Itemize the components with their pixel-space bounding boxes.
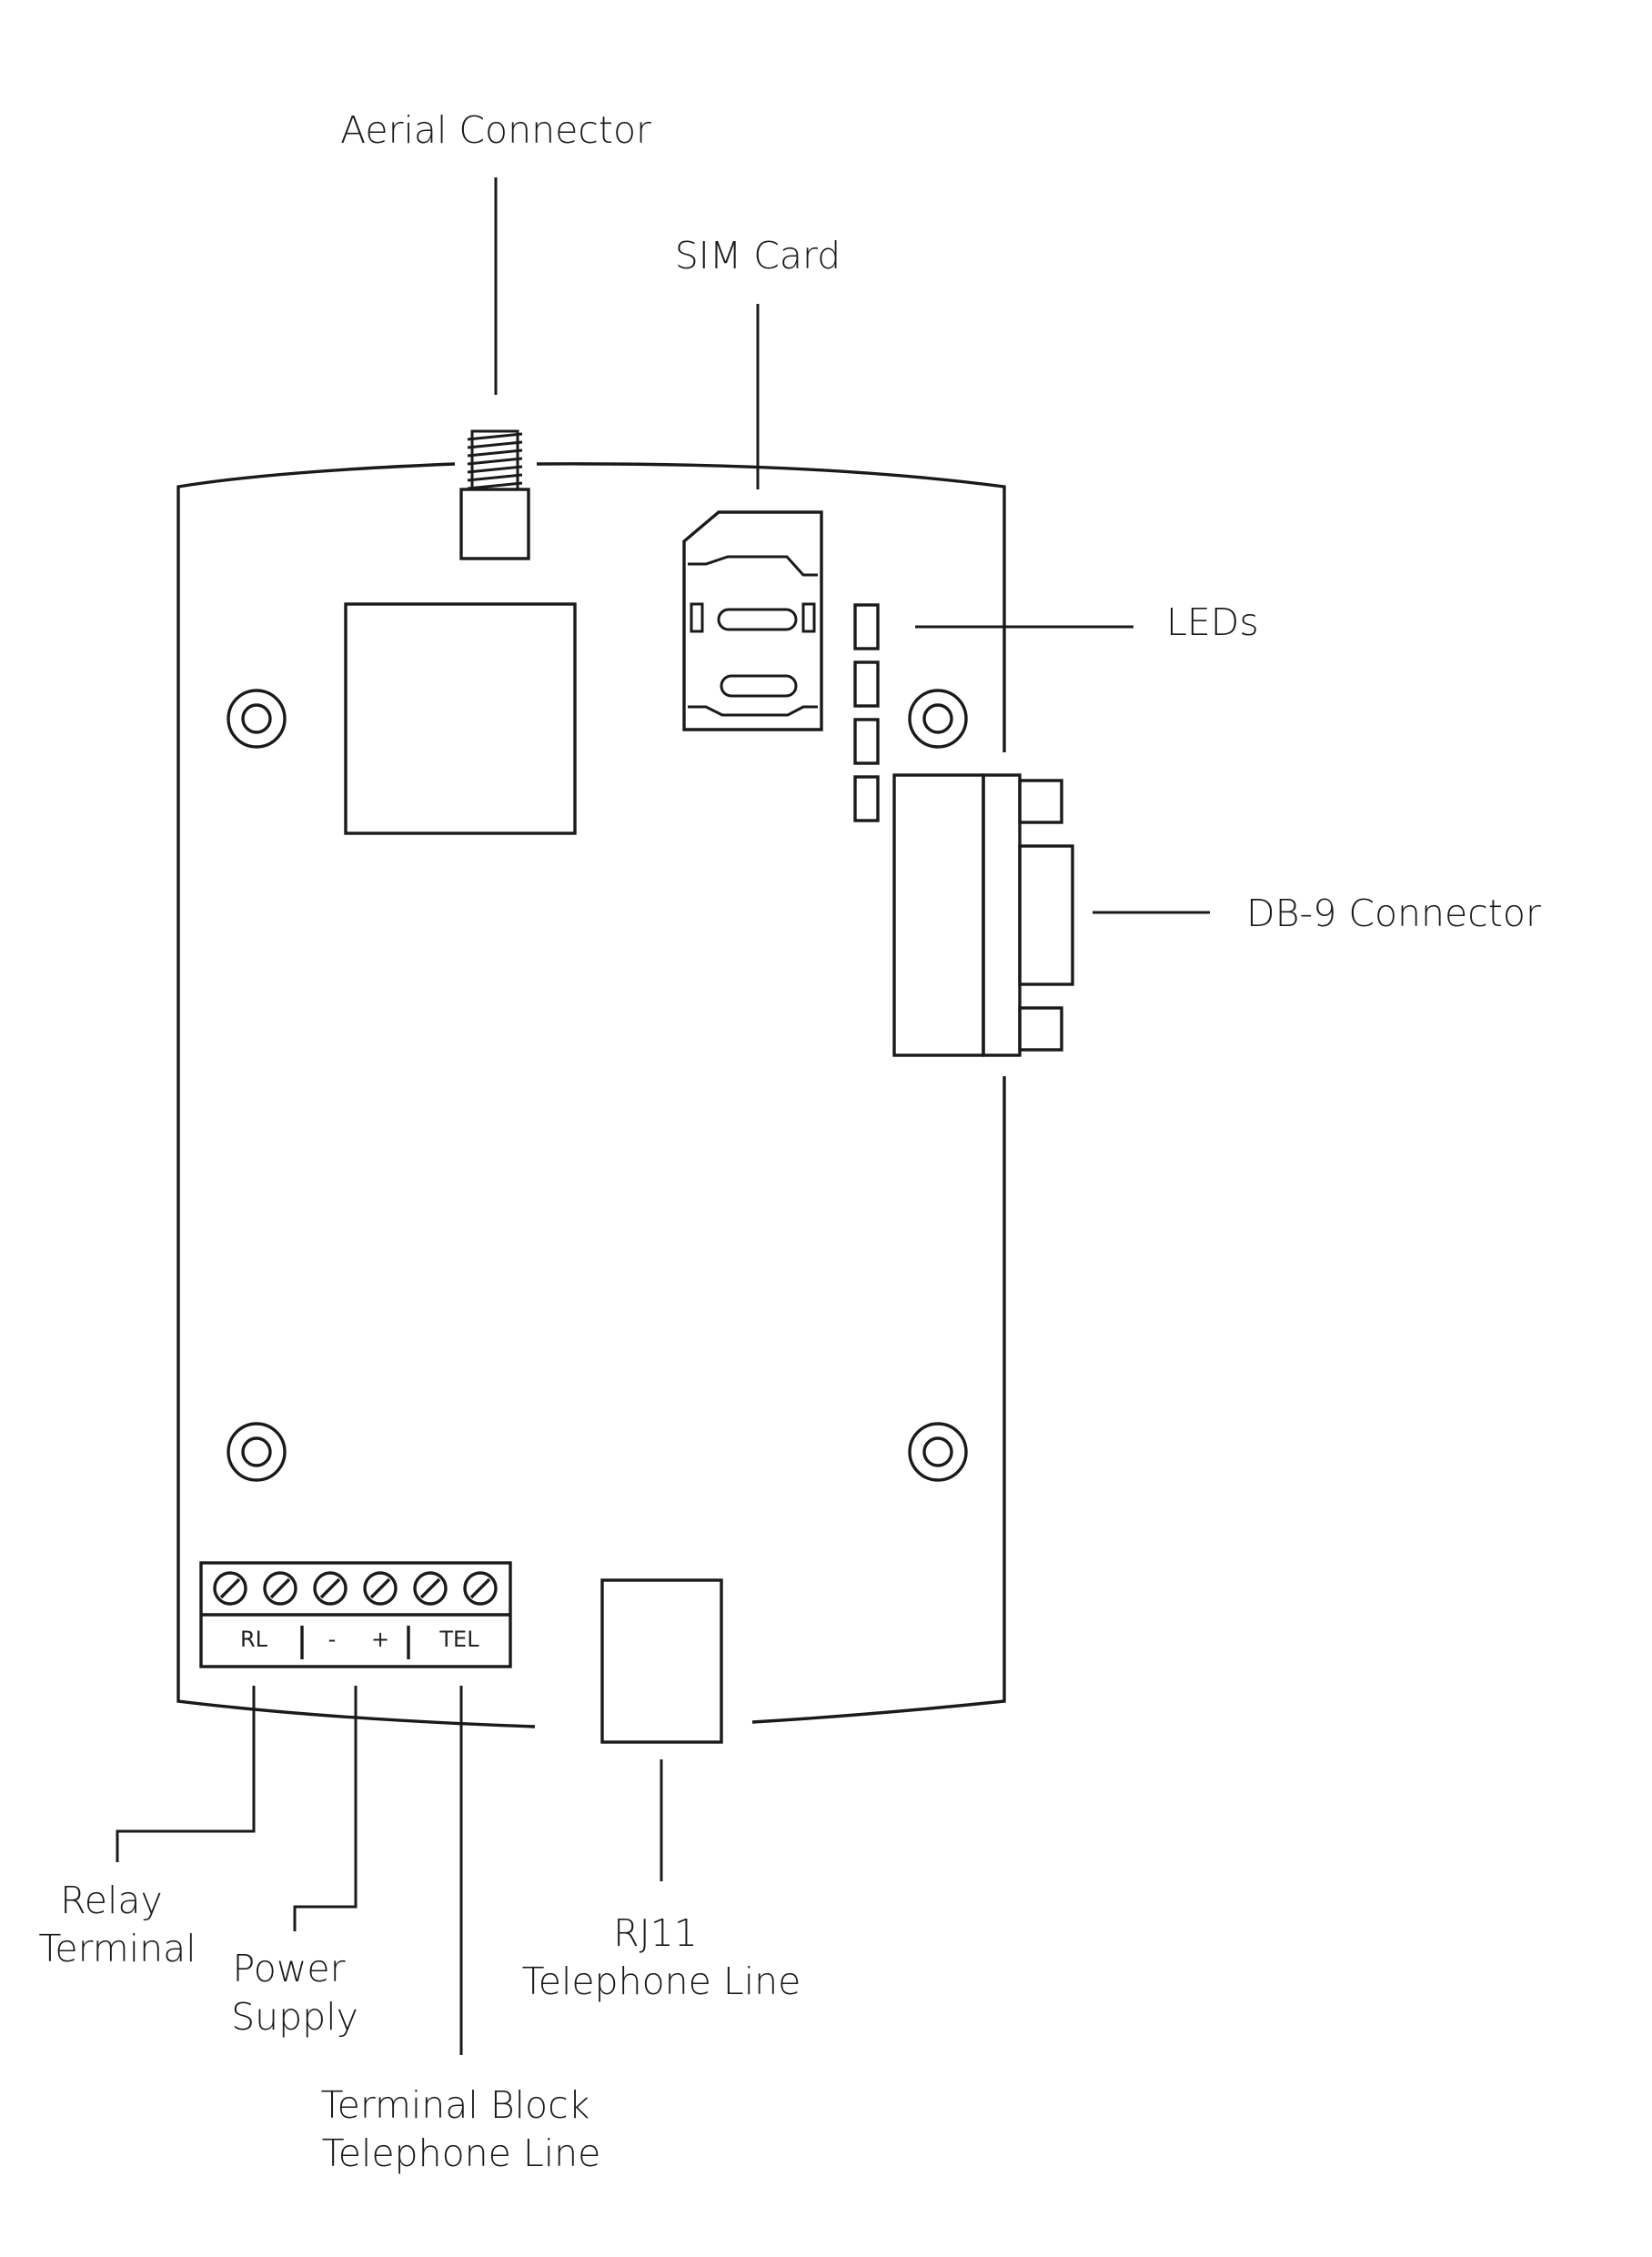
terminal-screw bbox=[413, 1571, 448, 1606]
aerial-thread-line bbox=[467, 465, 523, 474]
mounting-hole bbox=[908, 1422, 968, 1482]
led-group bbox=[853, 603, 880, 822]
label-db9-connector: DB-9 Connector bbox=[1246, 892, 1541, 935]
label-aerial-connector: Aerial Connector bbox=[340, 108, 651, 152]
label-rj11-telephone-line: RJ11 Telephone Line bbox=[522, 1911, 801, 2003]
mounting-hole bbox=[227, 1422, 287, 1482]
power-leader bbox=[293, 1686, 358, 1931]
mounting-holes bbox=[227, 689, 968, 1482]
board-outline bbox=[176, 462, 1006, 1728]
aerial-thread bbox=[467, 432, 523, 490]
leader-lines bbox=[116, 177, 1210, 2055]
terminal-screw bbox=[363, 1571, 398, 1606]
label-relay-terminal: Relay Terminal bbox=[38, 1879, 196, 1970]
terminal-screws bbox=[213, 1571, 498, 1606]
led-indicator bbox=[853, 718, 880, 765]
led-indicator bbox=[853, 603, 880, 650]
aerial-thread-line bbox=[467, 432, 523, 441]
aerial-connector bbox=[459, 429, 530, 560]
terminal-block: RL - + TEL bbox=[199, 1561, 512, 1668]
terminal-marking-rl: RL bbox=[240, 1627, 268, 1652]
aerial-thread-line bbox=[467, 448, 523, 458]
relay-leader bbox=[116, 1686, 256, 1862]
led-indicator bbox=[853, 660, 880, 708]
terminal-marking-minus: - bbox=[328, 1627, 337, 1652]
terminal-screw bbox=[463, 1571, 498, 1606]
aerial-thread-line bbox=[467, 440, 523, 449]
sim-card-holder bbox=[682, 510, 823, 731]
aerial-thread-line bbox=[467, 457, 523, 466]
mounting-hole bbox=[908, 689, 968, 749]
label-sim-card: SIM Card bbox=[675, 234, 841, 277]
aerial-thread-line bbox=[467, 473, 523, 482]
mounting-hole bbox=[227, 689, 287, 749]
label-power-supply: Power Supply bbox=[231, 1947, 358, 2039]
led-indicator bbox=[853, 775, 880, 822]
aerial-thread-line bbox=[467, 481, 523, 490]
terminal-screw bbox=[263, 1571, 297, 1606]
terminal-marking-tel: TEL bbox=[438, 1627, 479, 1652]
terminal-screw bbox=[313, 1571, 348, 1606]
terminal-screw bbox=[213, 1571, 247, 1606]
label-terminal-block-telephone-line: Terminal Block Telephone Line bbox=[321, 2083, 602, 2175]
terminal-marking-plus: + bbox=[371, 1627, 389, 1652]
rj11-socket bbox=[600, 1578, 723, 1744]
db9-connector-shape bbox=[892, 773, 1074, 1057]
label-leds: LEDs bbox=[1166, 600, 1259, 644]
gsm-module-chip bbox=[344, 602, 577, 835]
